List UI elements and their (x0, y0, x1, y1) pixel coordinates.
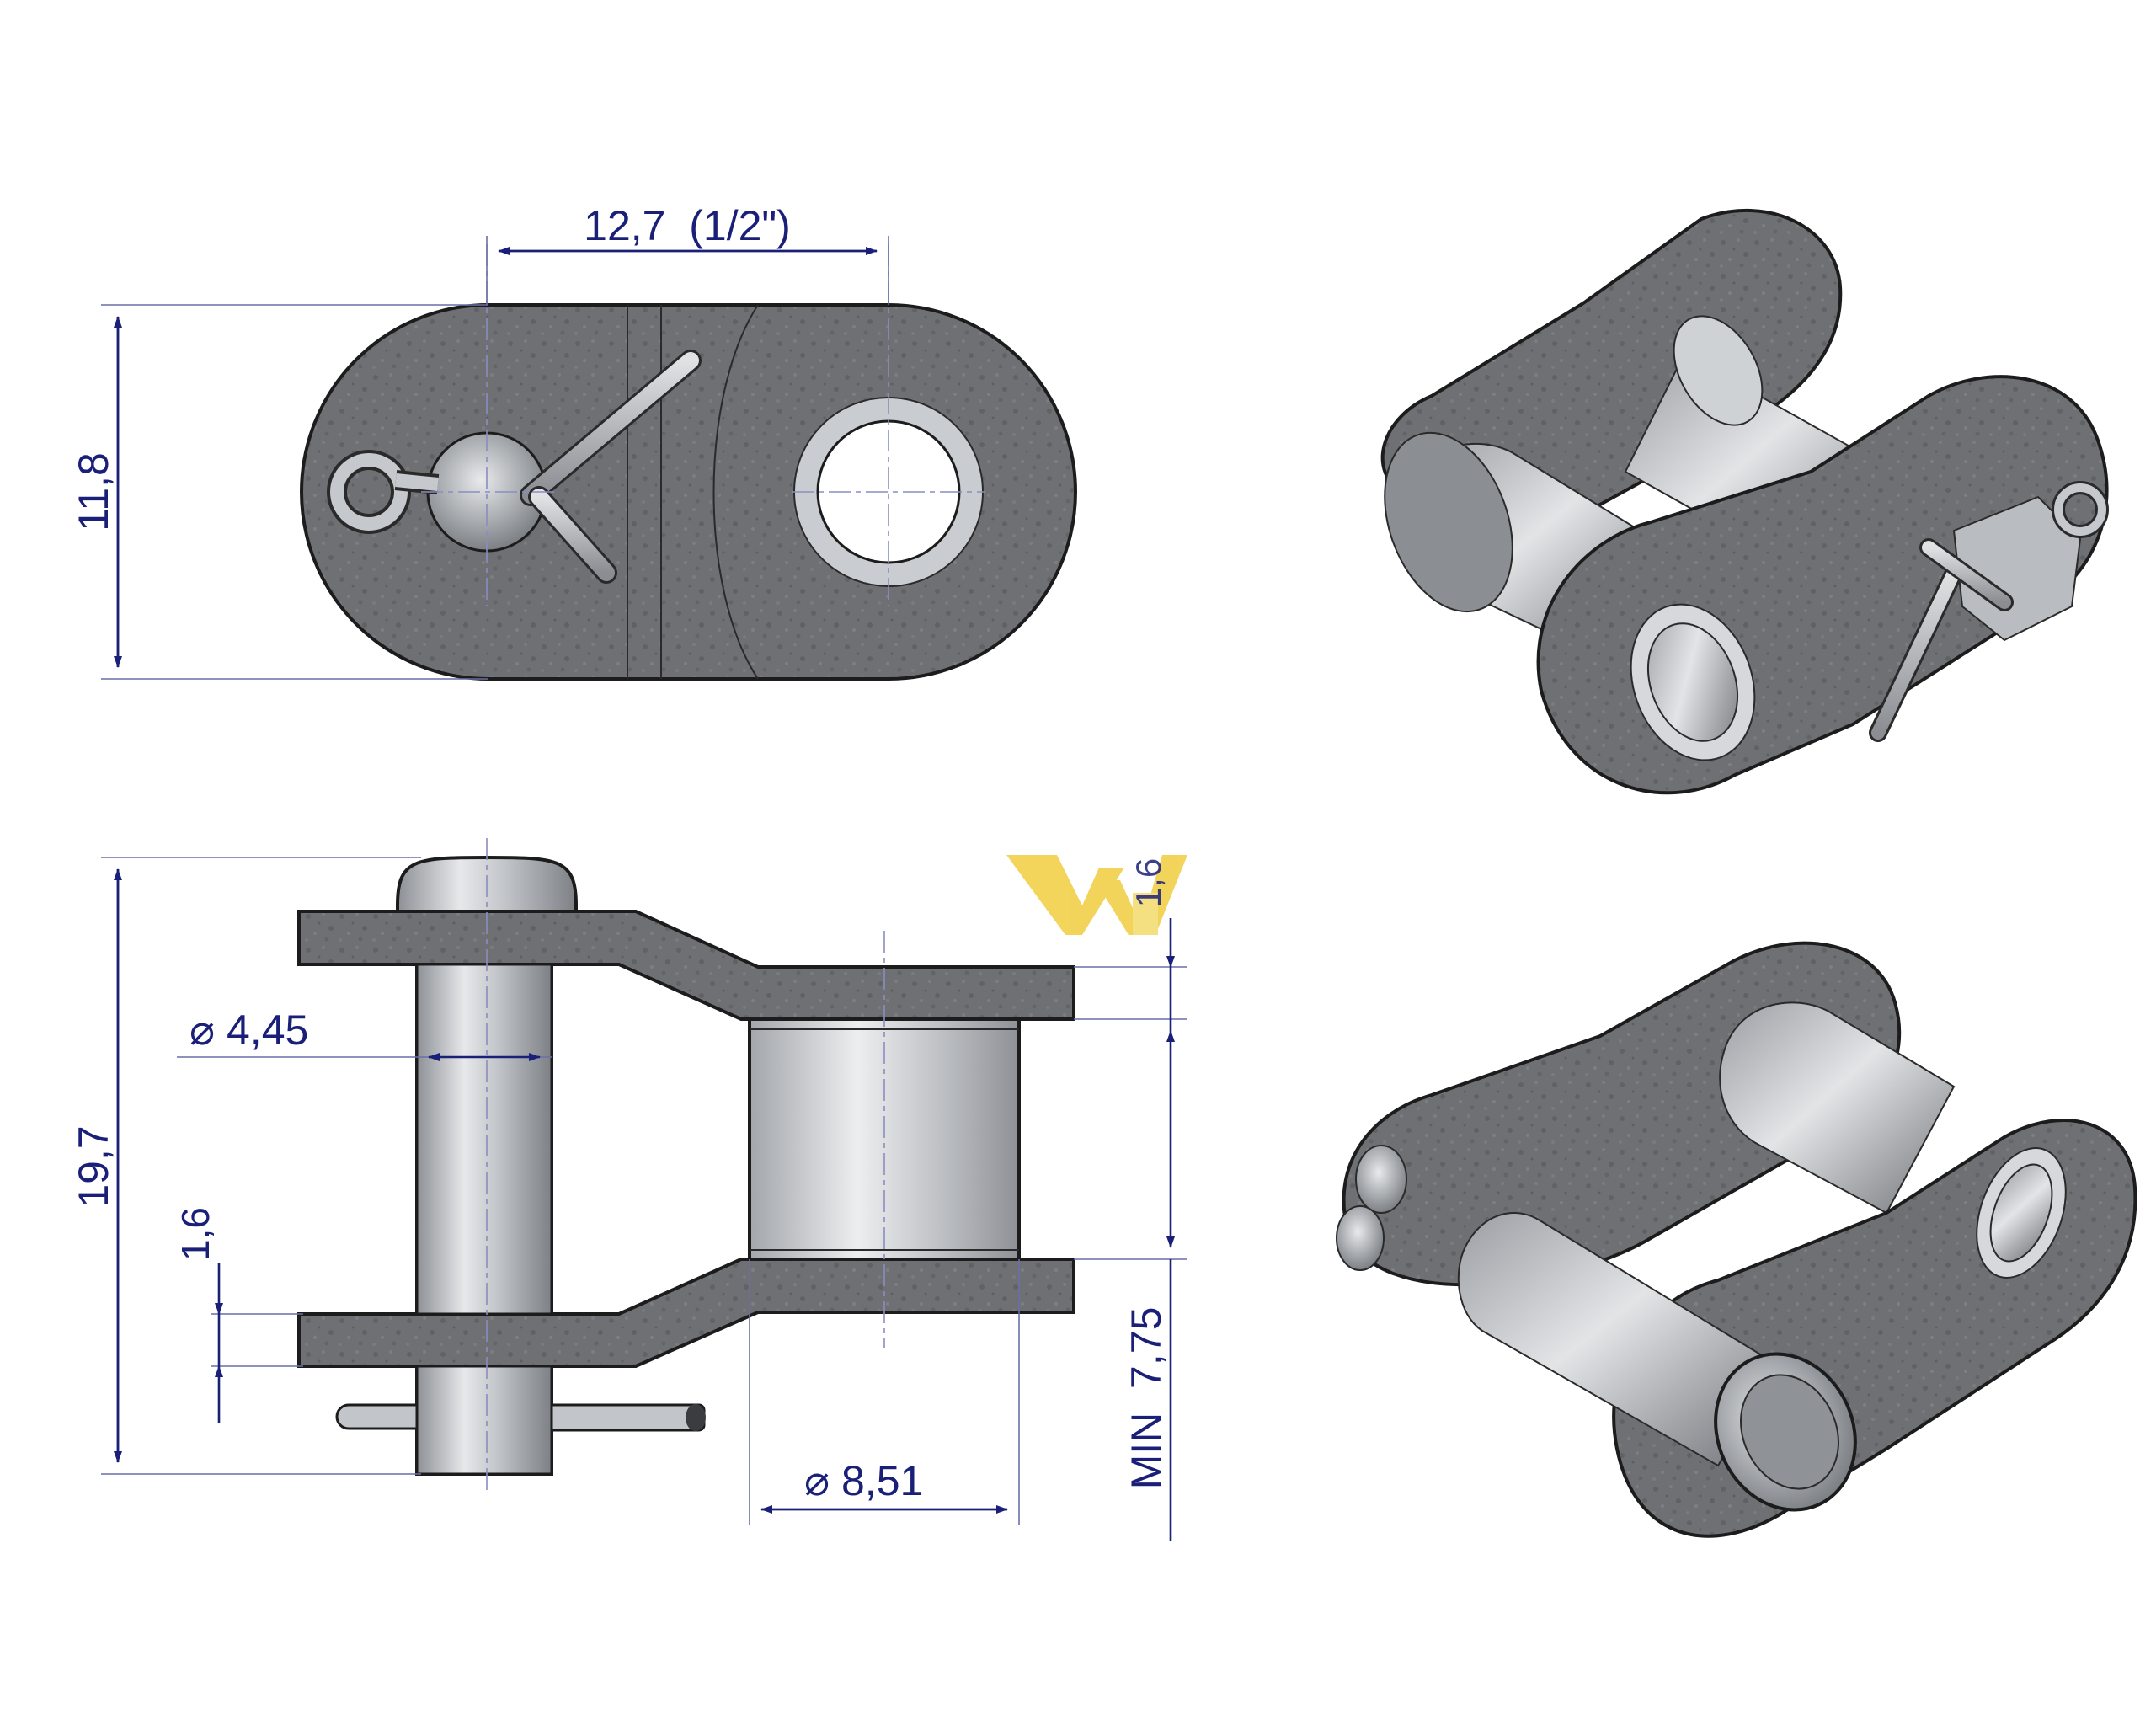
dim-overall-width-label: 19,7 (70, 1125, 117, 1207)
dim-plate-height-label: 11,8 (70, 452, 117, 531)
side-view-cotter-pin (335, 1403, 706, 1432)
watermark-logo-icon (1006, 855, 1187, 935)
dim-pin-diameter-label: ⌀ 4,45 (189, 1007, 308, 1054)
dim-pitch-label: 12,7 (1/2") (584, 202, 791, 249)
side-view: 19,7 ⌀ 4,45 1,6 MIN 7,75 ⌀ 8,51 (70, 838, 1187, 1541)
side-view-bottom-plate (297, 1258, 1075, 1368)
top-view: 12,7 (1/2") 11,8 (70, 202, 1077, 681)
dim-roller-diameter-label: ⌀ 8,51 (804, 1457, 923, 1504)
dim-inner-width-label: MIN 7,75 (1123, 1307, 1170, 1490)
iso-view-top (1380, 209, 2109, 795)
iso-view-bottom (1336, 941, 2137, 1538)
dim-plate-thickness-top-label: 1,6 (1129, 858, 1168, 907)
dim-plate-thickness-bottom-label: 1,6 (173, 1207, 217, 1261)
top-view-bushing (793, 397, 984, 587)
